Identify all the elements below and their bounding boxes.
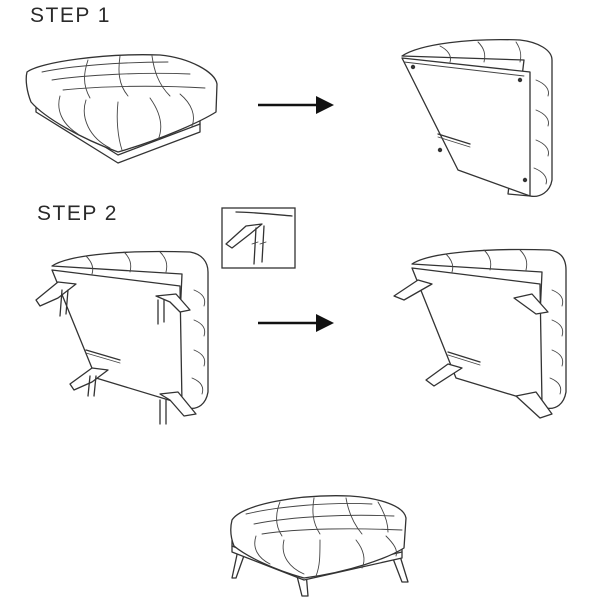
ottoman-flipped-illustration (401, 39, 553, 198)
ottoman-finished-illustration (230, 495, 409, 597)
ottoman-upright-illustration (25, 54, 218, 164)
ottoman-legs-loose-illustration (35, 250, 209, 425)
arrow-right-icon (258, 96, 334, 114)
step-1-label: STEP 1 (30, 4, 111, 27)
step-2-label: STEP 2 (37, 202, 118, 225)
arrow-right-icon (258, 314, 334, 332)
ottoman-legs-attached-illustration (393, 248, 567, 419)
leg-detail-inset (221, 207, 296, 269)
